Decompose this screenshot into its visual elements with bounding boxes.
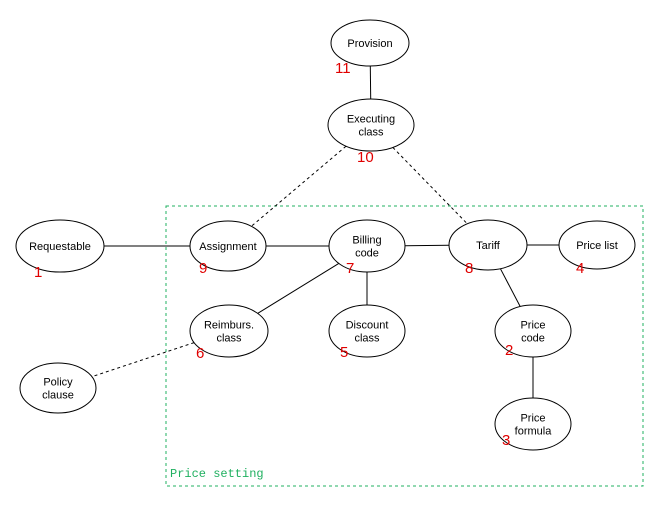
edge-executing-class-tariff — [392, 147, 468, 225]
node-number: 3 — [502, 432, 510, 449]
edge-tariff-price-code — [499, 268, 521, 307]
node-number: 6 — [196, 345, 204, 362]
node-number: 4 — [576, 260, 584, 277]
node-label: Provision — [347, 38, 392, 50]
node-label: class — [354, 333, 380, 345]
node-ellipse — [558, 220, 636, 270]
node-requestable: Requestable 1 — [15, 219, 105, 281]
node-label: Tariff — [476, 240, 501, 252]
node-number: 2 — [505, 342, 513, 359]
node-label: Discount — [346, 320, 389, 332]
node-number: 1 — [34, 264, 42, 281]
node-label: Price — [520, 320, 545, 332]
edge-billing-code-reimburs-class — [257, 262, 340, 314]
node-ellipse — [328, 304, 406, 358]
node-label: code — [355, 248, 379, 260]
node-label: clause — [42, 390, 74, 402]
node-assignment: Assignment 9 — [189, 220, 267, 277]
node-provision: Provision 11 — [330, 19, 410, 77]
node-label: formula — [515, 426, 553, 438]
node-ellipse — [448, 219, 528, 271]
node-ellipse — [494, 397, 572, 451]
node-label: class — [216, 333, 242, 345]
node-number: 9 — [199, 260, 207, 277]
node-price-list: Price list 4 — [558, 220, 636, 277]
node-label: code — [521, 333, 545, 345]
node-ellipse — [189, 220, 267, 272]
node-label: Executing — [347, 114, 395, 126]
node-number: 11 — [335, 60, 351, 77]
node-number: 7 — [346, 260, 354, 277]
node-ellipse — [189, 304, 269, 358]
node-ellipse — [15, 219, 105, 273]
node-ellipse — [330, 19, 410, 67]
node-ellipse — [494, 304, 572, 358]
node-label: Price — [520, 413, 545, 425]
node-number: 5 — [340, 344, 348, 361]
node-ellipse — [328, 219, 406, 273]
node-label: Billing — [352, 235, 381, 247]
node-number: 10 — [357, 149, 374, 166]
node-label: Requestable — [29, 241, 91, 253]
node-label: class — [358, 127, 384, 139]
edge-executing-class-assignment — [250, 145, 347, 227]
node-reimburs-class: Reimburs.class 6 — [189, 304, 269, 362]
node-label: Reimburs. — [204, 320, 254, 332]
node-label: Price list — [576, 240, 618, 252]
price-setting-group-label: Price setting — [170, 467, 264, 481]
node-ellipse — [327, 98, 415, 152]
node-number: 8 — [465, 260, 473, 277]
edge-reimburs-class-policy-clause — [91, 342, 195, 378]
node-ellipse — [19, 362, 97, 414]
price-setting-group-box — [165, 205, 644, 487]
node-label: Assignment — [199, 241, 256, 253]
node-label: Policy — [43, 377, 73, 389]
